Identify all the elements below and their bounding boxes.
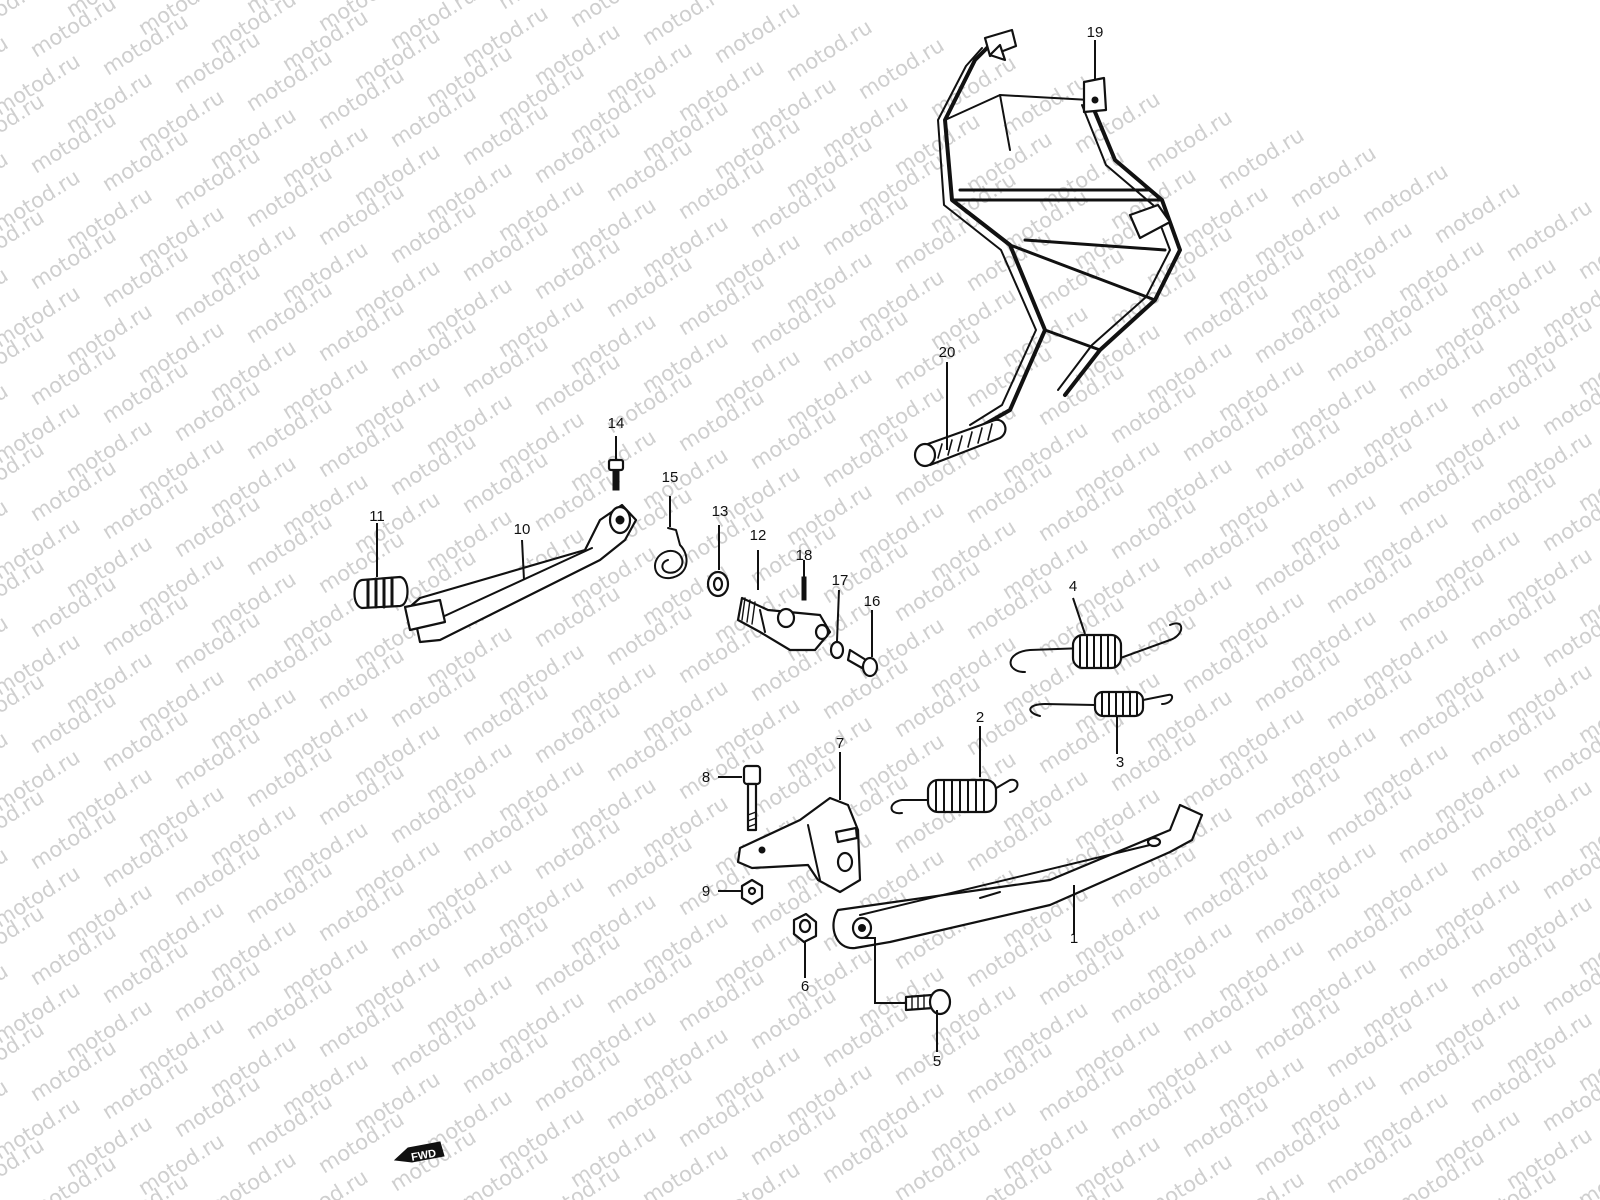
- forward-direction-arrow: FWD: [393, 1141, 445, 1164]
- washer-13-part: [706, 570, 730, 598]
- callout-11: 11: [369, 508, 385, 525]
- callout-4: 4: [1069, 578, 1077, 595]
- callout-5: 5: [933, 1053, 941, 1070]
- spring-3-part: [1029, 690, 1174, 718]
- callout-13: 13: [712, 503, 729, 520]
- callout-8: 8: [702, 769, 710, 786]
- callout-20: 20: [939, 344, 956, 361]
- washer-17-part: [829, 640, 845, 660]
- nut-6-part: [792, 912, 818, 944]
- callout-18: 18: [796, 547, 813, 564]
- leader-lines: [376, 40, 1118, 1052]
- pivot-bolt-5-part: [904, 988, 952, 1016]
- spring-15-part: [654, 527, 688, 580]
- nut-9-part: [740, 878, 764, 906]
- callout-19: 19: [1087, 24, 1104, 41]
- bolt-14-part: [607, 458, 625, 491]
- callout-2: 2: [976, 709, 984, 726]
- callout-6: 6: [801, 978, 809, 995]
- callout-12: 12: [750, 527, 767, 544]
- bolt-8-part: [742, 764, 762, 832]
- pin-16-part: [846, 648, 879, 678]
- pivot-shaft-12-part: [736, 596, 832, 652]
- callout-7: 7: [836, 735, 844, 752]
- callout-15: 15: [662, 469, 679, 486]
- side-stand-1-part: [832, 803, 1204, 950]
- spring-2-part: [890, 778, 1019, 815]
- bracket-7-part: [736, 796, 862, 894]
- fwd-label: FWD: [410, 1148, 437, 1164]
- crash-bar-part: [913, 28, 1182, 468]
- spring-4-part: [1009, 622, 1183, 673]
- cotter-pin-18-part: [801, 576, 807, 601]
- callout-14: 14: [608, 415, 625, 432]
- pedal-lever-part: [353, 503, 638, 644]
- callout-3: 3: [1116, 754, 1124, 771]
- callout-16: 16: [864, 593, 881, 610]
- callout-labels: 1 2 3 4 5 6 7 8 9 10 11 12 13 14 15 16 1…: [369, 24, 1124, 1070]
- callout-1: 1: [1070, 930, 1078, 947]
- callout-17: 17: [832, 572, 849, 589]
- callout-9: 9: [702, 883, 710, 900]
- callout-10: 10: [514, 521, 531, 538]
